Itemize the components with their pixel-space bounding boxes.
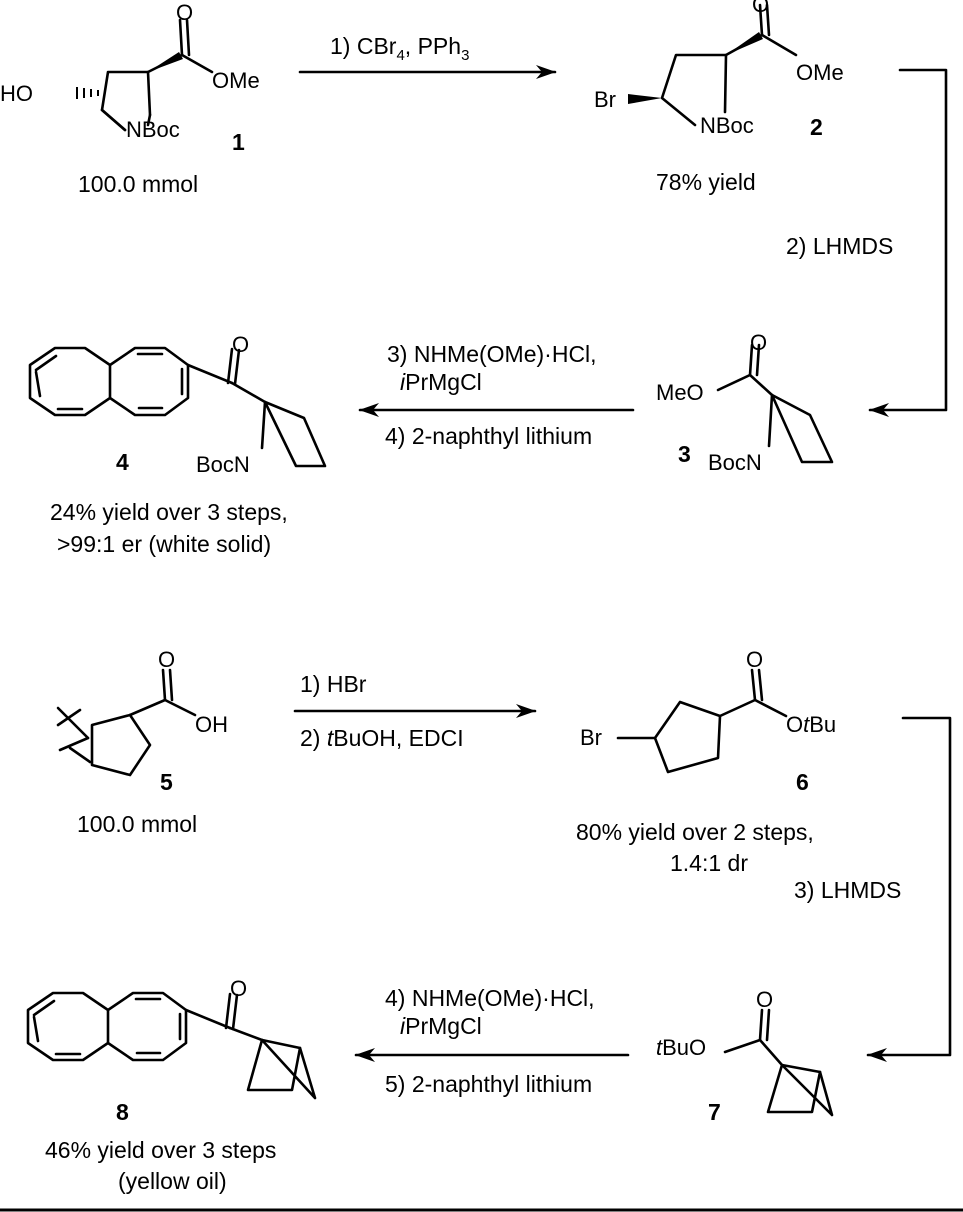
- step-1-label: 1) HBr: [300, 671, 367, 697]
- compound-5-amount: 100.0 mmol: [77, 811, 197, 837]
- compound-4-er: >99:1 er (white solid): [57, 531, 271, 557]
- atom-label: O: [230, 976, 247, 1001]
- step-1-label: 1) CBr4, PPh3: [330, 33, 469, 64]
- atom-label: O: [232, 332, 249, 357]
- atom-label: NBoc: [126, 117, 180, 142]
- atom-label: O: [752, 0, 769, 17]
- compound-3-number: 3: [678, 441, 691, 467]
- atom-label: MeO: [656, 380, 704, 405]
- atom-label: OH: [195, 712, 228, 737]
- compound-5-number: 5: [160, 769, 173, 795]
- compound-5-structure: O OH: [56, 647, 228, 777]
- compound-4-structure: O BocN: [28, 332, 327, 477]
- step-2-label: 2) LHMDS: [786, 233, 893, 259]
- atom-label: HO: [0, 81, 33, 106]
- atom-label: O: [158, 647, 175, 672]
- atom-label: OMe: [212, 68, 260, 93]
- atom-label: O: [746, 647, 763, 672]
- compound-4-yield: 24% yield over 3 steps,: [50, 499, 288, 525]
- compound-8-number: 8: [116, 1099, 129, 1125]
- step-2-arrow: [868, 68, 948, 417]
- atom-label: BocN: [196, 452, 250, 477]
- compound-6-number: 6: [796, 769, 809, 795]
- atom-label: BocN: [708, 450, 762, 475]
- compound-1-structure: HO O OMe NBoc: [0, 0, 260, 142]
- step-2-label: 2) tBuOH, EDCI: [300, 725, 464, 751]
- step-4-label-line2: iPrMgCl: [400, 1013, 482, 1039]
- atom-label: NBoc: [700, 113, 754, 138]
- atom-label: Br: [594, 87, 616, 112]
- compound-6-structure: Br O OtBu: [580, 647, 836, 774]
- atom-label: Br: [580, 725, 602, 750]
- compound-8-appearance: (yellow oil): [118, 1168, 227, 1194]
- compound-2-yield: 78% yield: [656, 169, 756, 195]
- compound-3-structure: O MeO BocN: [656, 330, 834, 475]
- compound-7-number: 7: [708, 1099, 721, 1125]
- atom-label: O: [756, 987, 773, 1012]
- step-4-label: 4) NHMe(OMe)·HCl,: [385, 985, 595, 1011]
- atom-label: OtBu: [786, 712, 836, 737]
- compound-1-number: 1: [232, 129, 245, 155]
- atom-label: OMe: [796, 60, 844, 85]
- compound-8-yield: 46% yield over 3 steps: [45, 1137, 276, 1163]
- compound-6-dr: 1.4:1 dr: [670, 850, 748, 876]
- atom-label: O: [176, 0, 193, 25]
- atom-label: O: [750, 330, 767, 355]
- step-3-label: 3) LHMDS: [794, 877, 901, 903]
- compound-6-yield: 80% yield over 2 steps,: [576, 819, 814, 845]
- atom-label: tBuO: [656, 1035, 706, 1060]
- step-3-label: 3) NHMe(OMe)·HCl,: [387, 341, 597, 367]
- compound-8-structure: O: [26, 976, 317, 1100]
- step-3-label-line2: iPrMgCl: [400, 369, 482, 395]
- compound-2-structure: Br O OMe NBoc: [594, 0, 844, 138]
- step-5-label: 5) 2-naphthyl lithium: [385, 1071, 592, 1097]
- compound-4-number: 4: [116, 449, 129, 475]
- step-4-label: 4) 2-naphthyl lithium: [385, 423, 592, 449]
- compound-2-number: 2: [810, 114, 823, 140]
- compound-1-amount: 100.0 mmol: [78, 171, 198, 197]
- compound-7-structure: O tBuO: [656, 987, 834, 1117]
- step-3-arrow: [866, 716, 952, 1062]
